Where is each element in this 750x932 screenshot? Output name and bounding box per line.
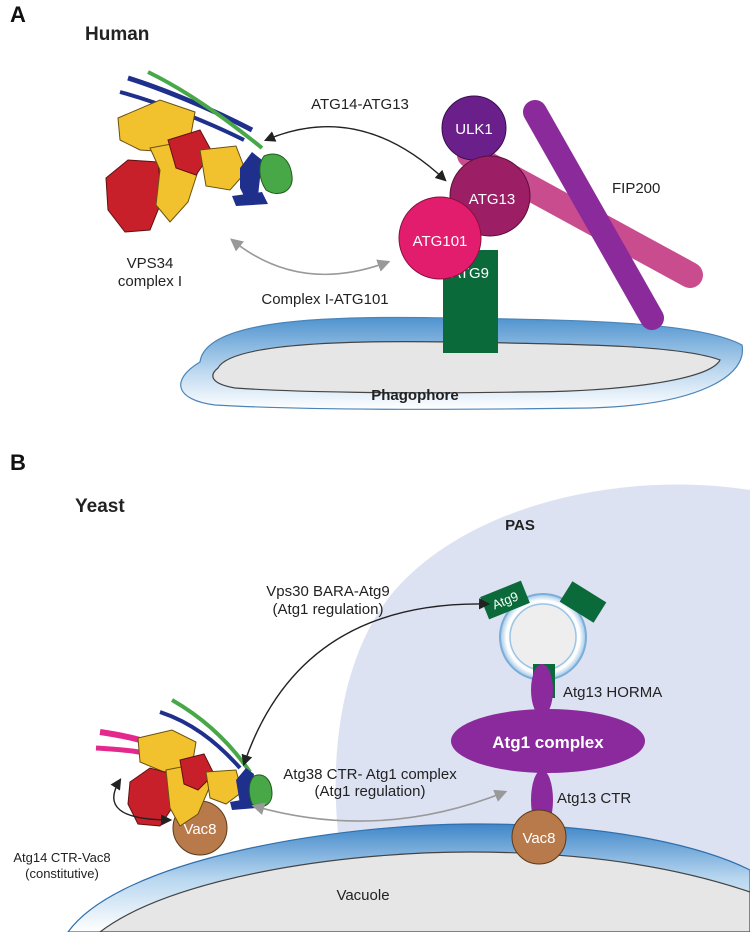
atg14-vac8-label-line1: Atg14 CTR-Vac8 [13,850,110,865]
vacuole-label: Vacuole [336,887,389,904]
interaction-vps30-atg9: Vps30 BARA-Atg9 (Atg1 regulation) [241,583,491,767]
vps34-label-line1: VPS34 [127,255,174,272]
atg14-vac8-label-line2: (constitutive) [25,866,99,881]
atg9-yeast-1: Atg9 [480,580,530,620]
ulk1-label: ULK1 [455,121,493,138]
vacuole-membrane: Vacuole [67,823,750,932]
ulk1: ULK1 [441,95,507,161]
vps34-label-line2: complex I [118,273,182,290]
vps34-complex-yeast [95,698,273,827]
vps30-atg9-label-line1: Vps30 BARA-Atg9 [266,583,389,600]
vps30-atg9-label-line2: (Atg1 regulation) [273,601,384,618]
atg13-ctr-label: Atg13 CTR [557,790,631,807]
phagophore-label: Phagophore [371,387,459,404]
vac8-right-label: Vac8 [522,830,555,847]
interaction-atg14-atg13: ATG14-ATG13 [263,96,447,182]
atg9-yeast-2 [559,581,607,623]
atg14-atg13-label: ATG14-ATG13 [311,96,409,113]
atg1-complex: Atg1 complex Atg13 HORMA Atg13 CTR [451,664,662,830]
fip200-label: FIP200 [612,180,660,197]
atg38-atg1-label-line1: Atg38 CTR- Atg1 complex [283,766,457,783]
interaction-complexI-atg101: Complex I-ATG101 [230,238,391,308]
panel-a: A Human Phagophore FIP200 ATG9 ULK1 ATG1… [10,2,744,410]
atg13-horma-label: Atg13 HORMA [563,684,662,701]
complexI-atg101-label: Complex I-ATG101 [261,291,388,308]
atg101-label: ATG101 [413,233,468,250]
panel-a-letter: A [10,2,26,27]
panel-b-letter: B [10,450,26,475]
interaction-atg38-atg1: Atg38 CTR- Atg1 complex (Atg1 regulation… [251,766,508,822]
panel-a-organism: Human [85,24,149,45]
pas-label: PAS [505,517,535,534]
atg38-atg1-label-line2: (Atg1 regulation) [315,783,426,800]
panel-b: B Yeast PAS Vacuole Atg9 [10,450,750,932]
atg101: ATG101 [398,196,482,280]
atg9-human: ATG9 [443,250,498,353]
vac8-left-label: Vac8 [183,821,216,838]
vps34-complex-human: VPS34 complex I [105,70,293,290]
phagophore-membrane: Phagophore [180,316,744,410]
atg1-complex-label: Atg1 complex [492,733,604,752]
atg13-human-label: ATG13 [469,191,515,208]
interaction-atg14-vac8: Atg14 CTR-Vac8 (constitutive) [13,778,173,881]
vac8-right: Vac8 [511,809,567,865]
panel-b-organism: Yeast [75,496,125,517]
atg9-vesicle: Atg9 [480,580,607,698]
